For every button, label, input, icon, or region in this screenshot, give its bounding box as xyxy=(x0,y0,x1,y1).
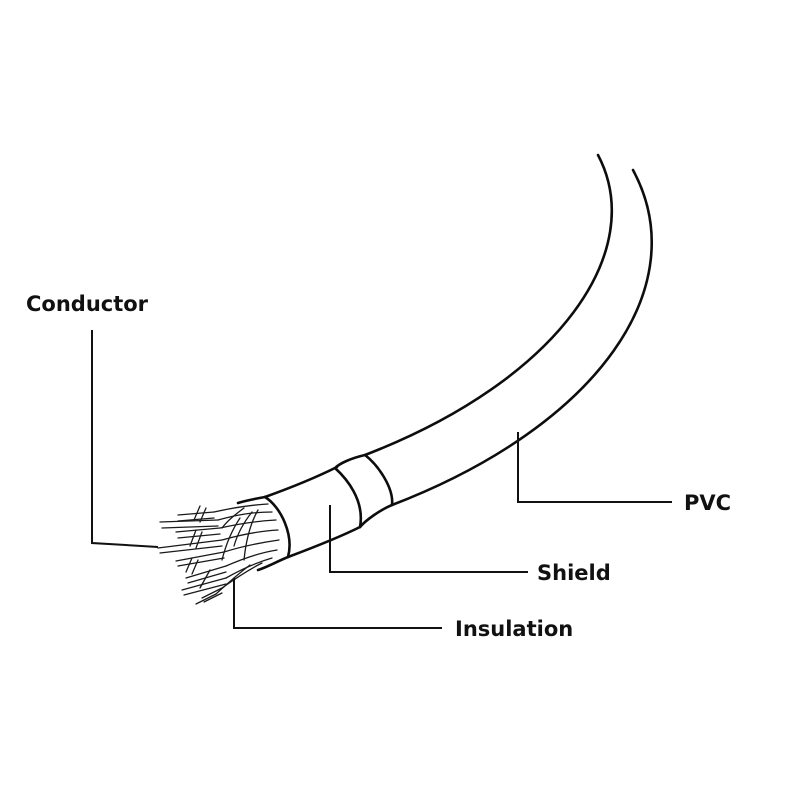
conductor-tip xyxy=(181,577,227,596)
shield-leader xyxy=(329,505,528,573)
shield-label: Shield xyxy=(537,561,611,585)
core-strand xyxy=(233,511,253,547)
core-strand xyxy=(217,511,273,521)
pvc-jacket-bottom-edge xyxy=(390,168,653,507)
pvc-jacket-cut-front xyxy=(333,453,367,529)
conductor-tip xyxy=(175,551,225,567)
pvc-label: PVC xyxy=(684,491,731,515)
conductor-tips xyxy=(157,505,227,605)
conductor-tip xyxy=(185,557,199,575)
insulation-leader xyxy=(233,578,442,629)
shield-bottom-edge xyxy=(286,525,362,559)
conductor-tip xyxy=(201,587,223,603)
pvc-jacket-top-edge xyxy=(363,153,614,457)
core-strand xyxy=(213,503,269,513)
shield-top-edge xyxy=(263,465,339,499)
pvc-jacket xyxy=(333,153,653,529)
pvc-leader xyxy=(517,432,672,503)
conductor-label: Conductor xyxy=(26,292,149,316)
conductor-tip xyxy=(195,593,217,605)
core-strand xyxy=(223,539,280,553)
shield-cut-front xyxy=(236,495,267,505)
conductor-tip xyxy=(199,569,211,589)
conductor-tip xyxy=(159,519,219,529)
conductor-tip xyxy=(157,539,223,554)
conductor-tip xyxy=(185,565,227,584)
conductor-tip xyxy=(189,529,203,549)
core-strand xyxy=(243,509,259,561)
core-strand xyxy=(219,519,277,529)
core-strand xyxy=(221,507,245,529)
core-strand xyxy=(221,562,263,589)
insulated-cores xyxy=(213,503,280,595)
core-strand xyxy=(225,549,278,567)
shield-cut-end xyxy=(256,495,291,572)
conductor-tip xyxy=(177,511,215,522)
leader-lines xyxy=(91,330,672,629)
insulation-label: Insulation xyxy=(455,617,573,641)
conductor-tip xyxy=(193,505,207,523)
conductor-leader xyxy=(91,330,159,548)
pvc-jacket-cut-end xyxy=(358,453,394,529)
core-strand xyxy=(221,517,241,561)
conductor-tip xyxy=(175,527,221,539)
shield-layer xyxy=(236,465,362,572)
